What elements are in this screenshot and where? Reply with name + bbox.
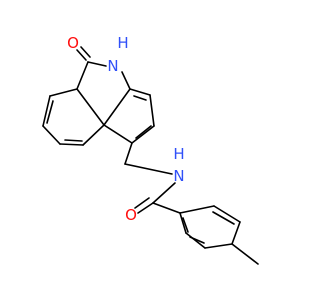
aryl-bond xyxy=(152,202,181,214)
aromatic-bond xyxy=(231,221,241,245)
aromatic-bond xyxy=(103,124,133,144)
amide-carbonyl-double-bond xyxy=(137,202,154,214)
aromatic-bond xyxy=(149,94,155,127)
oxygen-atom-label: O xyxy=(125,206,137,224)
aromatic-inner-bond xyxy=(133,95,147,101)
linker-bond xyxy=(124,142,133,165)
aromatic-bond xyxy=(185,232,206,249)
lactam-bond xyxy=(76,88,105,126)
lactam-bond xyxy=(87,61,107,67)
aromatic-inner-bond xyxy=(189,236,205,244)
aromatic-bond xyxy=(42,95,51,127)
methyl-bond xyxy=(231,243,259,265)
hydrogen-atom-label: H xyxy=(117,34,128,52)
oxygen-atom-label: O xyxy=(67,34,79,52)
linker-bond xyxy=(124,163,173,175)
amide-carbonyl-double-bond xyxy=(134,197,150,209)
aromatic-bond xyxy=(131,125,155,144)
aromatic-bond xyxy=(49,88,78,97)
aromatic-bond xyxy=(82,124,105,146)
amide-bond xyxy=(152,182,176,204)
hydrogen-atom-label: H xyxy=(173,145,184,163)
structure-drawing: O N H N H O xyxy=(42,34,259,265)
nitrogen-atom-label: N xyxy=(173,167,184,185)
aromatic-inner-bond xyxy=(182,217,189,233)
aromatic-bond xyxy=(179,212,187,234)
aromatic-bond xyxy=(42,125,61,145)
aromatic-bond xyxy=(129,88,151,96)
lactam-bond xyxy=(103,88,131,126)
atom-label-layer: O N H N H O xyxy=(67,34,185,224)
carbonyl-double-bond xyxy=(80,46,91,58)
nitrogen-atom-label: N xyxy=(107,57,118,75)
aromatic-bond xyxy=(213,205,241,223)
aromatic-bond xyxy=(179,205,215,214)
lactam-bond xyxy=(76,61,89,90)
bond-layer xyxy=(42,46,259,265)
carbonyl-double-bond xyxy=(76,49,87,61)
lactam-bond xyxy=(121,71,131,90)
aromatic-bond xyxy=(59,143,84,146)
aromatic-inner-bond xyxy=(46,100,54,124)
aromatic-bond xyxy=(204,243,233,249)
aromatic-inner-bond xyxy=(64,139,83,142)
aromatic-inner-bond xyxy=(212,211,235,225)
aromatic-inner-bond xyxy=(135,125,152,139)
